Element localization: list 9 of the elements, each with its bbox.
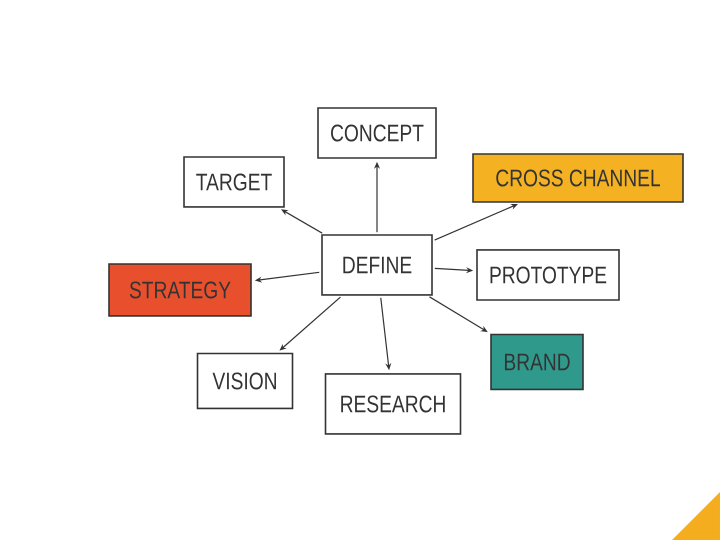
word-box: STRATEGY: [108, 263, 252, 317]
word-box: PROTOTYPE: [476, 249, 620, 301]
word-box: RESEARCH: [324, 373, 462, 435]
word-box: CROSS CHANNEL: [472, 153, 684, 203]
word-box: BRAND: [490, 334, 584, 390]
word-box: TARGET: [183, 156, 285, 208]
word-box: CONCEPT: [317, 107, 437, 159]
word-box: DEFINE: [321, 234, 433, 296]
word-box: VISION: [196, 352, 294, 410]
